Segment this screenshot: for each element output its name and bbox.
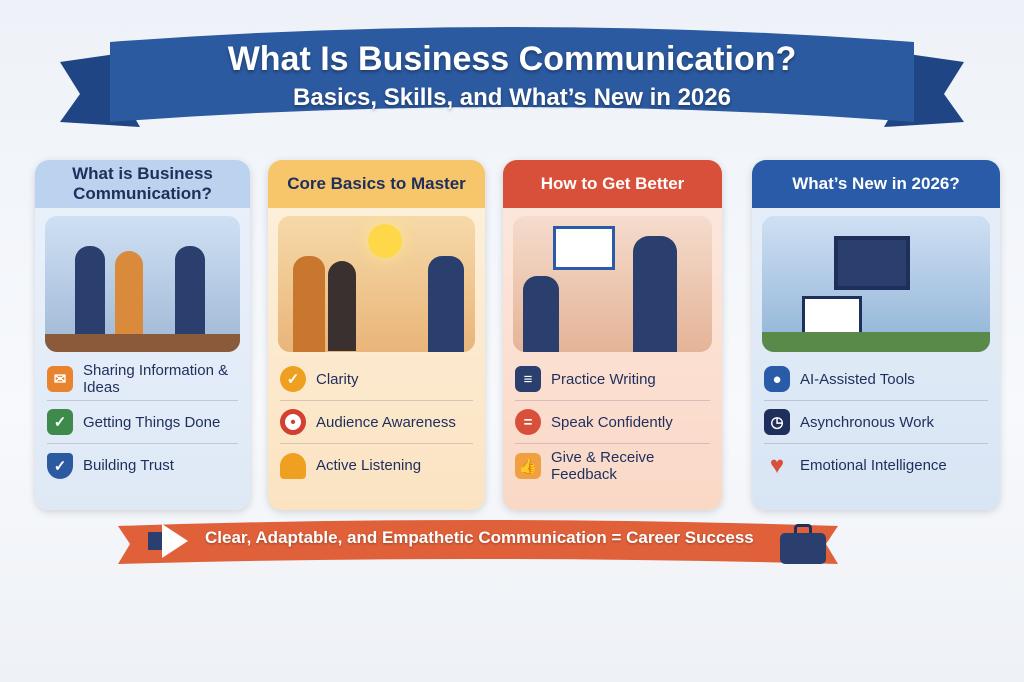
item-label: Practice Writing [551, 370, 656, 388]
panel-heading: What’s New in 2026? [752, 160, 1000, 208]
envelope-icon: ✉ [47, 366, 73, 392]
item-label: Asynchronous Work [800, 413, 934, 431]
list-item: ✓ Getting Things Done [47, 401, 238, 444]
document-icon: ≡ [515, 366, 541, 392]
thumbs-up-icon: 👍 [515, 452, 541, 479]
briefcase-icon [780, 524, 826, 564]
list-item: ◷ Asynchronous Work [764, 401, 988, 444]
list-item: ♥ Emotional Intelligence [764, 444, 988, 487]
panel-heading: Core Basics to Master [268, 160, 485, 208]
item-label: Give & Receive Feedback [551, 448, 655, 483]
panel-whats-new: What’s New in 2026? ● AI-Assisted Tools ◷… [752, 160, 1000, 510]
subtitle: Basics, Skills, and What’s New in 2026 [293, 84, 731, 111]
list-item: = Speak Confidently [515, 401, 710, 444]
item-label: Clarity [316, 370, 359, 388]
list-item: ✉ Sharing Information & Ideas [47, 358, 238, 401]
presentation-illustration [513, 216, 712, 352]
panel-what-is: What is Business Communication? ✉ Sharing… [35, 160, 250, 510]
item-label: Active Listening [316, 457, 422, 474]
remote-work-illustration [762, 216, 990, 352]
list-item: ✓ Building Trust [47, 444, 238, 487]
panel-core-basics: Core Basics to Master ✓ Clarity • Audience… [268, 160, 485, 510]
panel-get-better: How to Get Better ≡ Practice Writing = Spe… [503, 160, 722, 510]
list-item: ≡ Practice Writing [515, 358, 710, 401]
list-item: • Audience Awareness [280, 401, 473, 444]
target-icon: • [280, 409, 306, 435]
item-label: Sharing Information & Ideas [83, 362, 229, 396]
item-label: Getting Things Done [83, 413, 221, 431]
item-label: Speak Confidently [551, 413, 673, 431]
panel-heading: What is Business Communication? [35, 160, 250, 208]
item-label: Emotional Intelligence [800, 457, 947, 474]
item-label: Audience Awareness [316, 413, 456, 431]
heart-icon: ♥ [769, 451, 785, 479]
footer-ribbon [118, 520, 838, 564]
panel-heading: How to Get Better [503, 160, 722, 208]
shield-check-icon: ✓ [47, 452, 73, 479]
footer-tagline: Clear, Adaptable, and Empathetic Communi… [205, 528, 754, 547]
team-meeting-illustration [45, 216, 240, 352]
title-banner [60, 27, 964, 127]
robot-icon: ● [764, 366, 790, 392]
list-item: ● AI-Assisted Tools [764, 358, 988, 401]
list-item: Active Listening [280, 444, 473, 487]
list-item: 👍 Give & Receive Feedback [515, 444, 710, 487]
speech-bubble-icon: = [515, 409, 541, 435]
item-label: Building Trust [83, 457, 174, 474]
lightbulb-meeting-illustration [278, 216, 475, 352]
list-item: ✓ Clarity [280, 358, 473, 401]
item-label: AI-Assisted Tools [800, 370, 915, 388]
megaphone-icon [140, 522, 190, 562]
laptop-clock-icon: ◷ [764, 409, 790, 435]
head-ear-icon [280, 452, 306, 479]
main-title: What Is Business Communication? [227, 40, 797, 78]
check-circle-icon: ✓ [280, 366, 306, 392]
checklist-icon: ✓ [47, 409, 73, 435]
